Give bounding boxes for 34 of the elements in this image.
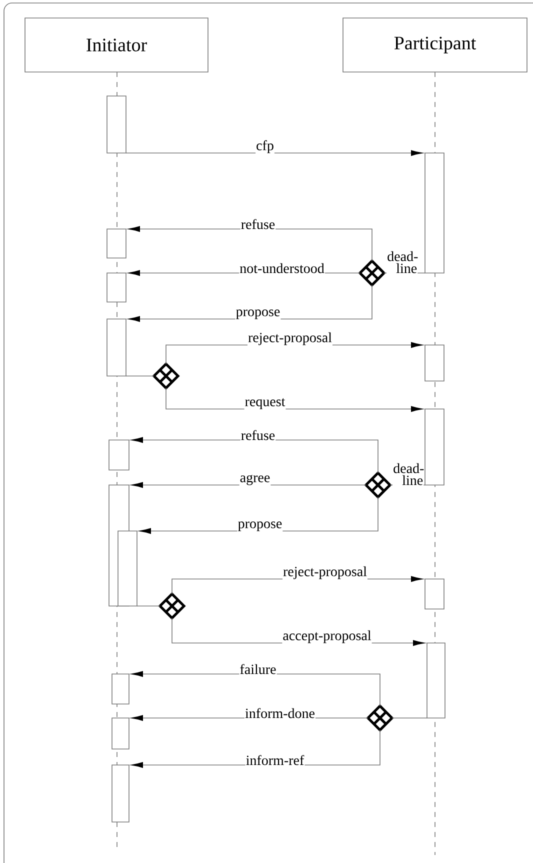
edge-label: failure — [239, 664, 277, 675]
edge-label: propose — [235, 309, 281, 320]
activation-bar — [118, 530, 138, 606]
participant-box: Initiator — [24, 18, 208, 72]
activation-bar — [106, 272, 126, 302]
edge-label: request — [244, 398, 286, 410]
activation-bar — [106, 96, 126, 154]
edge-label: refuse — [240, 430, 276, 441]
edge-label: cfp — [256, 140, 274, 154]
edge-label: agree — [239, 474, 271, 486]
edge-label: not-understood — [239, 262, 325, 274]
activation-bar — [112, 674, 130, 704]
edge-label: reject-proposal — [282, 566, 368, 580]
edge-label: inform-ref — [245, 754, 305, 766]
edge-label: inform-done — [244, 708, 316, 719]
edge-label: dead- line — [386, 250, 418, 274]
participant-box: Participant — [342, 18, 528, 72]
activation-bar — [424, 344, 444, 382]
message-arrow — [131, 482, 366, 488]
edge-label: accept-proposal — [282, 630, 372, 644]
activation-bar — [106, 318, 126, 376]
activation-bar — [426, 642, 446, 718]
message-arrow — [126, 150, 423, 156]
activation-bar — [112, 718, 130, 750]
activation-bar — [112, 764, 130, 822]
edge-label: refuse — [240, 218, 276, 230]
message-arrow — [128, 226, 372, 262]
edge-label: propose — [237, 521, 283, 532]
activation-bar — [424, 152, 444, 274]
edge-label: reject-proposal — [248, 332, 332, 346]
activation-bar — [108, 440, 130, 470]
activation-bar — [424, 578, 444, 610]
activation-bar — [106, 228, 126, 258]
message-arrow — [131, 437, 378, 474]
